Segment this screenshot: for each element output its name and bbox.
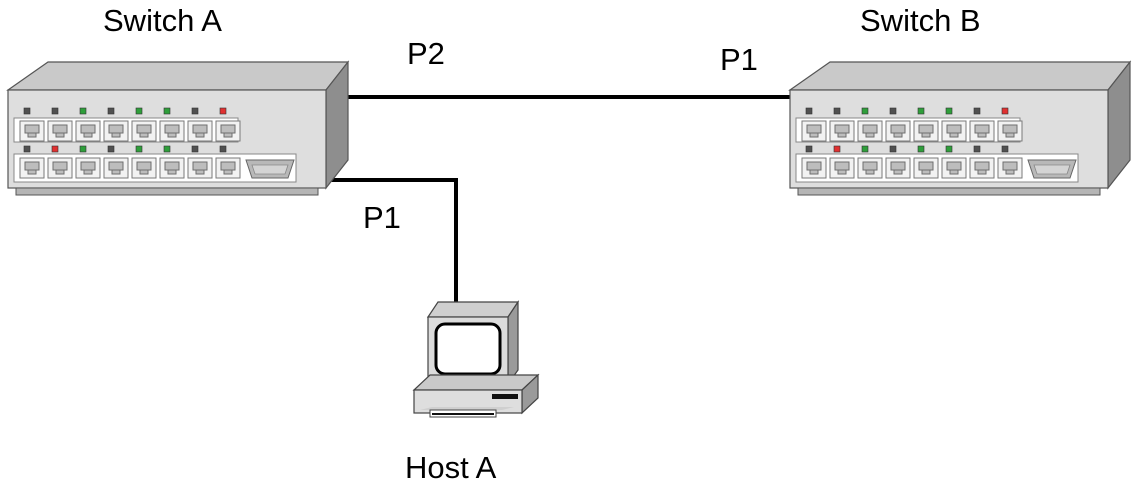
status-led — [861, 107, 869, 115]
ethernet-port — [913, 157, 939, 179]
status-led — [107, 145, 115, 153]
status-led — [79, 107, 87, 115]
ethernet-port — [829, 157, 855, 179]
status-led — [135, 145, 143, 153]
ethernet-port — [47, 120, 73, 142]
status-led — [163, 145, 171, 153]
ethernet-port — [829, 120, 855, 142]
status-led — [889, 145, 897, 153]
switch-b-label: Switch B — [860, 3, 981, 38]
status-led — [107, 107, 115, 115]
status-led — [1001, 145, 1009, 153]
ethernet-port — [801, 157, 827, 179]
host-a-label: Host A — [405, 450, 497, 485]
ethernet-port — [47, 157, 73, 179]
status-led — [191, 107, 199, 115]
ethernet-port — [997, 120, 1023, 142]
status-led — [23, 107, 31, 115]
ethernet-port — [159, 120, 185, 142]
ethernet-port — [941, 120, 967, 142]
ethernet-port — [159, 157, 185, 179]
ethernet-port — [885, 157, 911, 179]
ethernet-port — [857, 157, 883, 179]
switch-a-port-p1-label: P1 — [363, 200, 401, 235]
ethernet-port — [997, 157, 1023, 179]
ethernet-port — [103, 120, 129, 142]
ethernet-port — [969, 157, 995, 179]
ethernet-port — [913, 120, 939, 142]
ethernet-port — [187, 120, 213, 142]
status-led — [135, 107, 143, 115]
ethernet-port — [131, 157, 157, 179]
status-led — [833, 145, 841, 153]
status-led — [51, 145, 59, 153]
ethernet-port — [103, 157, 129, 179]
switch-b-port-p1-label: P1 — [720, 42, 758, 77]
ethernet-port — [19, 120, 45, 142]
host-a-computer-icon[interactable] — [412, 300, 540, 418]
status-led — [219, 145, 227, 153]
ethernet-port — [75, 120, 101, 142]
switch-a-port-p2-label: P2 — [407, 36, 445, 71]
status-led — [917, 107, 925, 115]
status-led — [51, 107, 59, 115]
status-led — [973, 145, 981, 153]
status-led — [945, 145, 953, 153]
status-led — [805, 107, 813, 115]
status-led — [79, 145, 87, 153]
status-led — [219, 107, 227, 115]
status-led — [805, 145, 813, 153]
ethernet-port — [857, 120, 883, 142]
ethernet-port — [75, 157, 101, 179]
status-led — [833, 107, 841, 115]
ethernet-port — [131, 120, 157, 142]
switch-b-device[interactable] — [789, 61, 1131, 196]
switch-a-label: Switch A — [103, 3, 222, 38]
status-led — [23, 145, 31, 153]
ethernet-port — [885, 120, 911, 142]
ethernet-port — [941, 157, 967, 179]
ethernet-port — [969, 120, 995, 142]
status-led — [889, 107, 897, 115]
ethernet-port — [187, 157, 213, 179]
link-switch-a-to-host-a — [330, 178, 458, 302]
ethernet-port — [215, 157, 241, 179]
ethernet-port — [801, 120, 827, 142]
ethernet-port — [19, 157, 45, 179]
ethernet-port — [215, 120, 241, 142]
status-led — [861, 145, 869, 153]
switch-a-device[interactable] — [7, 61, 349, 196]
status-led — [945, 107, 953, 115]
status-led — [163, 107, 171, 115]
status-led — [973, 107, 981, 115]
status-led — [917, 145, 925, 153]
status-led — [191, 145, 199, 153]
status-led — [1001, 107, 1009, 115]
